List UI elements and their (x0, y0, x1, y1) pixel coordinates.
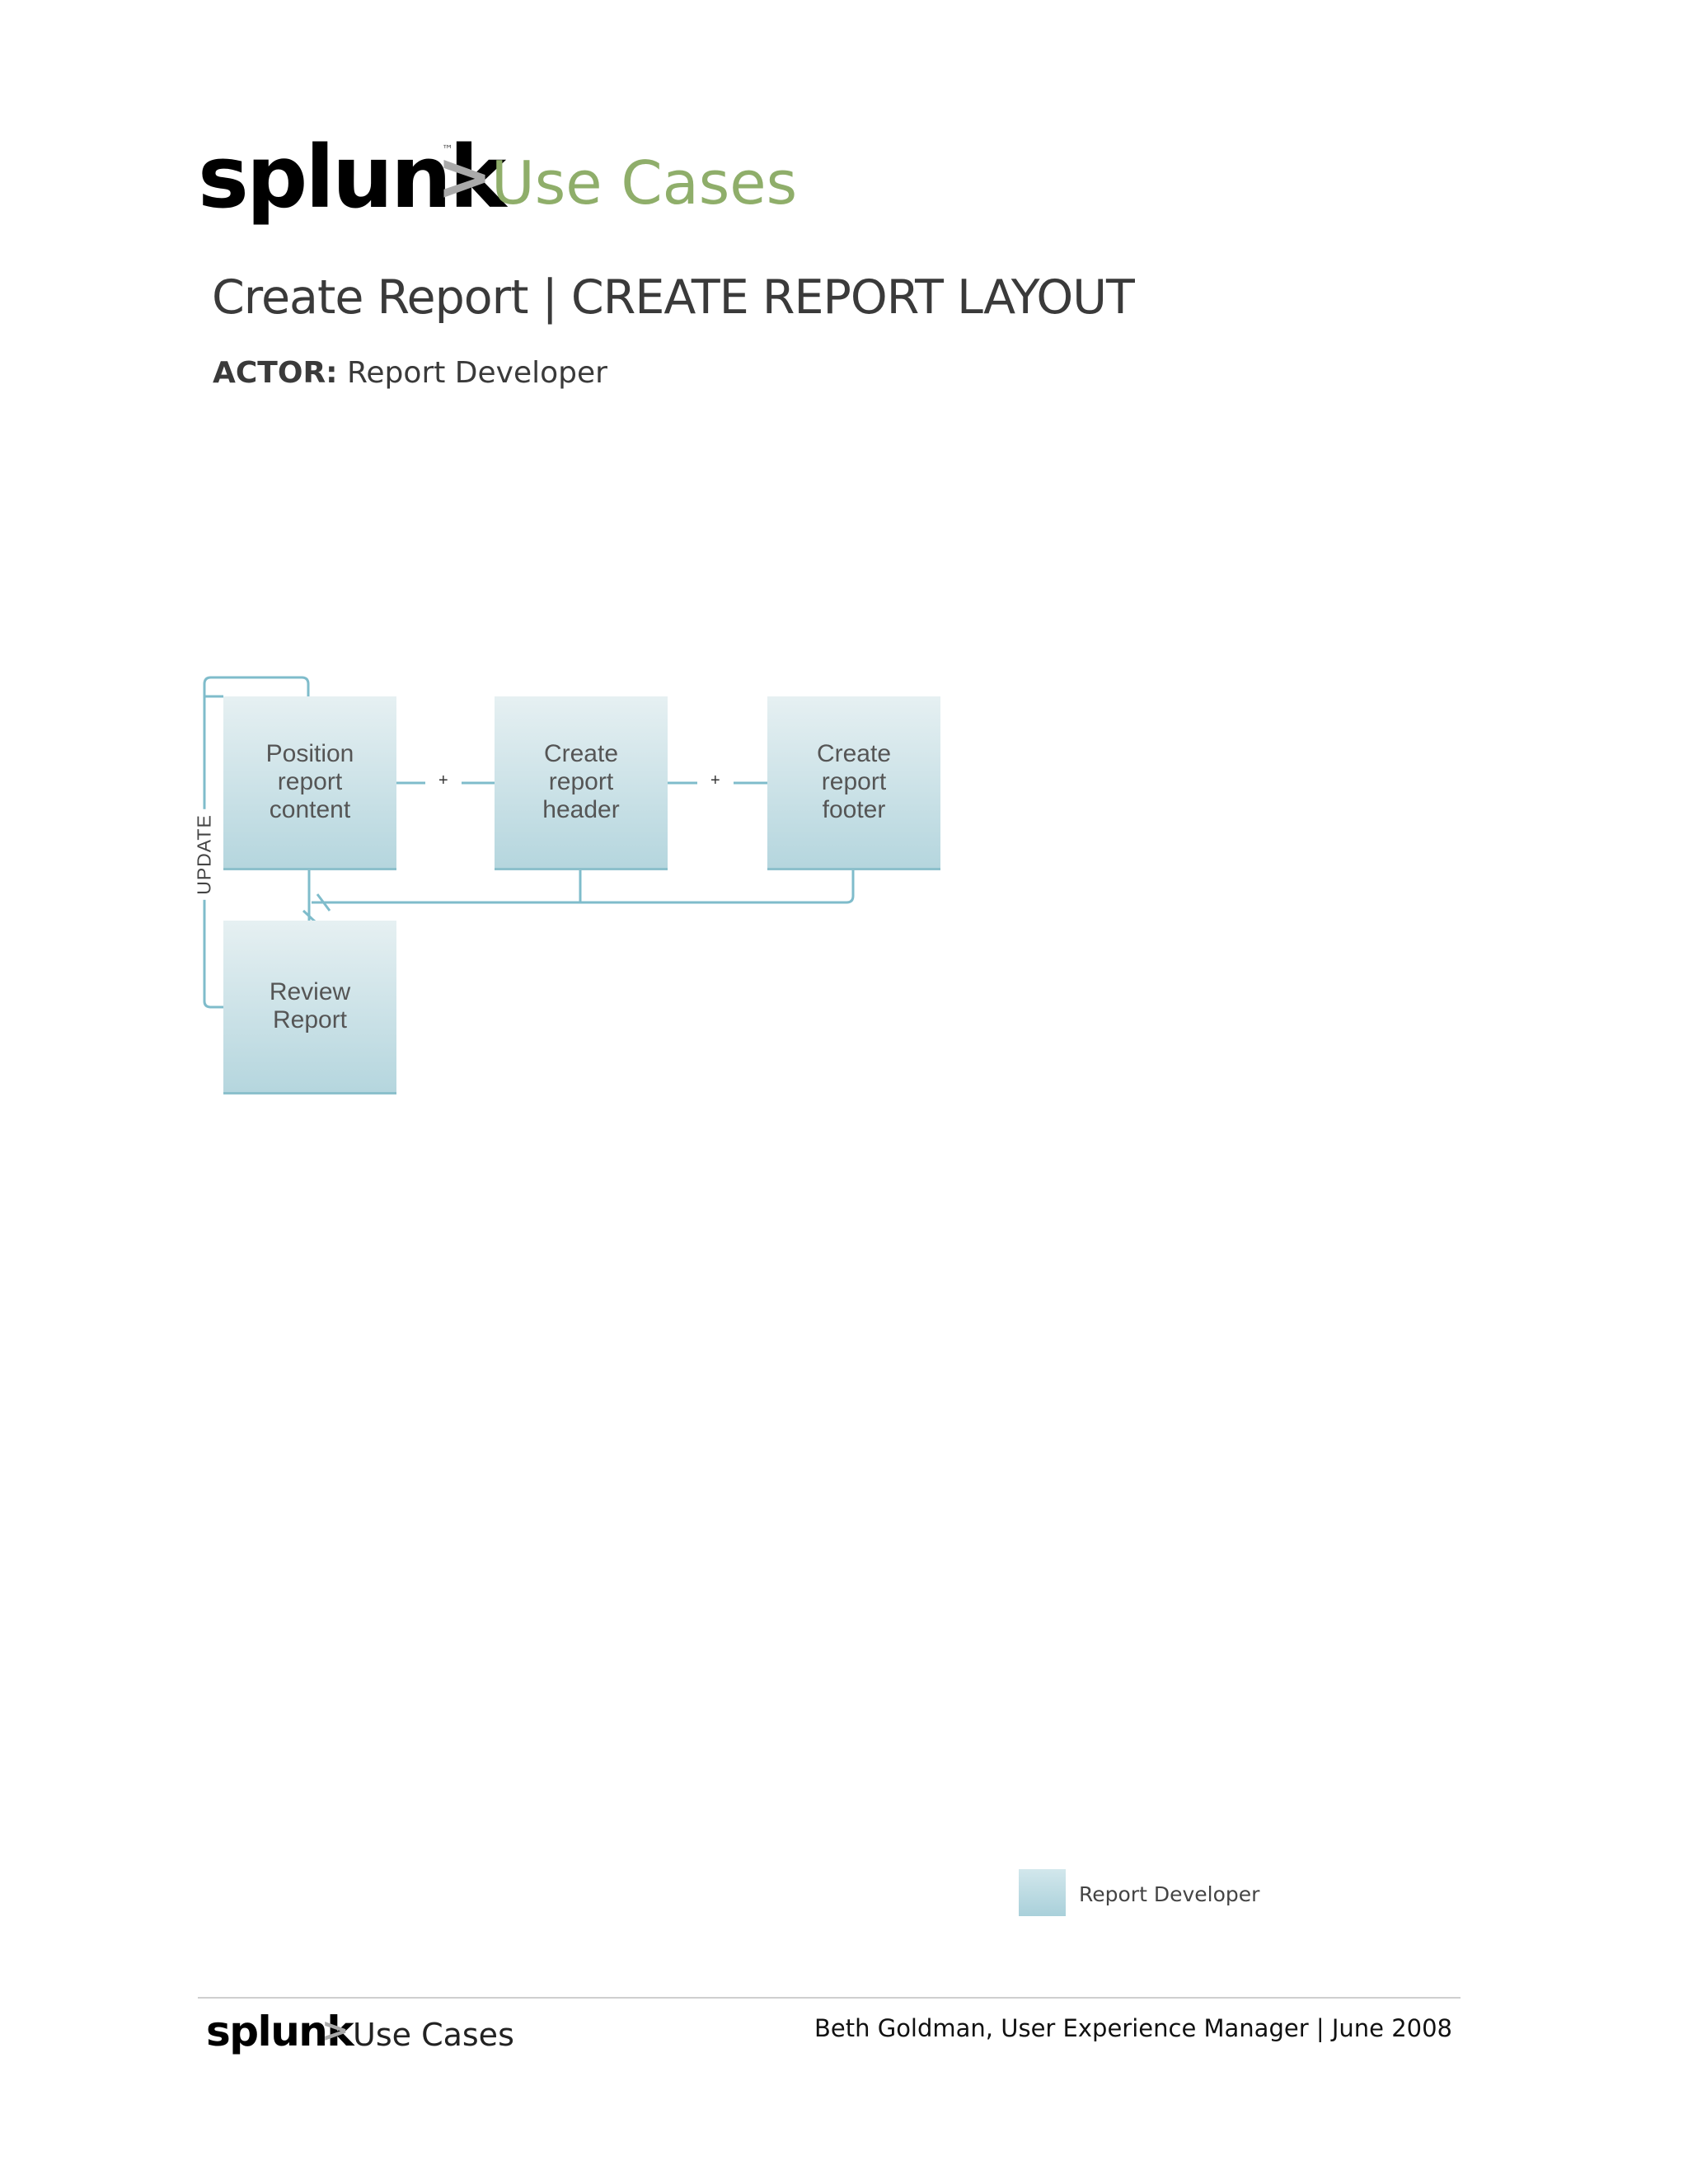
actor-line: ACTOR: Report Developer (213, 356, 607, 390)
actor-label: ACTOR: (213, 356, 338, 390)
join-tick (316, 893, 331, 912)
connector-plus: + (710, 771, 720, 790)
legend-swatch (1019, 1869, 1066, 1916)
legend-label: Report Developer (1079, 1882, 1260, 1906)
page-title: Create Report | CREATE REPORT LAYOUT (212, 270, 1135, 325)
update-loop-line (203, 676, 310, 698)
join-line (580, 868, 855, 904)
node-create-report-footer: Create report footer (767, 696, 940, 870)
chevron-right-icon: > (437, 138, 493, 215)
footer-chevron-right-icon: > (321, 2012, 349, 2050)
footer-credit: Beth Goldman, User Experience Manager | … (814, 2014, 1452, 2042)
connector-plus: + (438, 771, 448, 790)
actor-value: Report Developer (347, 356, 607, 390)
section-title: Use Cases (491, 148, 798, 218)
node-review-report: Review Report (223, 921, 396, 1094)
update-loop-label: UPDATE (193, 809, 216, 900)
node-position-report-content: Position report content (223, 696, 396, 870)
footer-section-title: Use Cases (353, 2017, 514, 2053)
footer-divider (198, 1997, 1461, 1999)
node-create-report-header: Create report header (495, 696, 668, 870)
splunk-logo-text: splunk (198, 127, 506, 227)
footer-splunk-logo-text: splunk (206, 2008, 354, 2055)
join-line (312, 868, 582, 904)
trademark-mark: ™ (442, 143, 453, 157)
